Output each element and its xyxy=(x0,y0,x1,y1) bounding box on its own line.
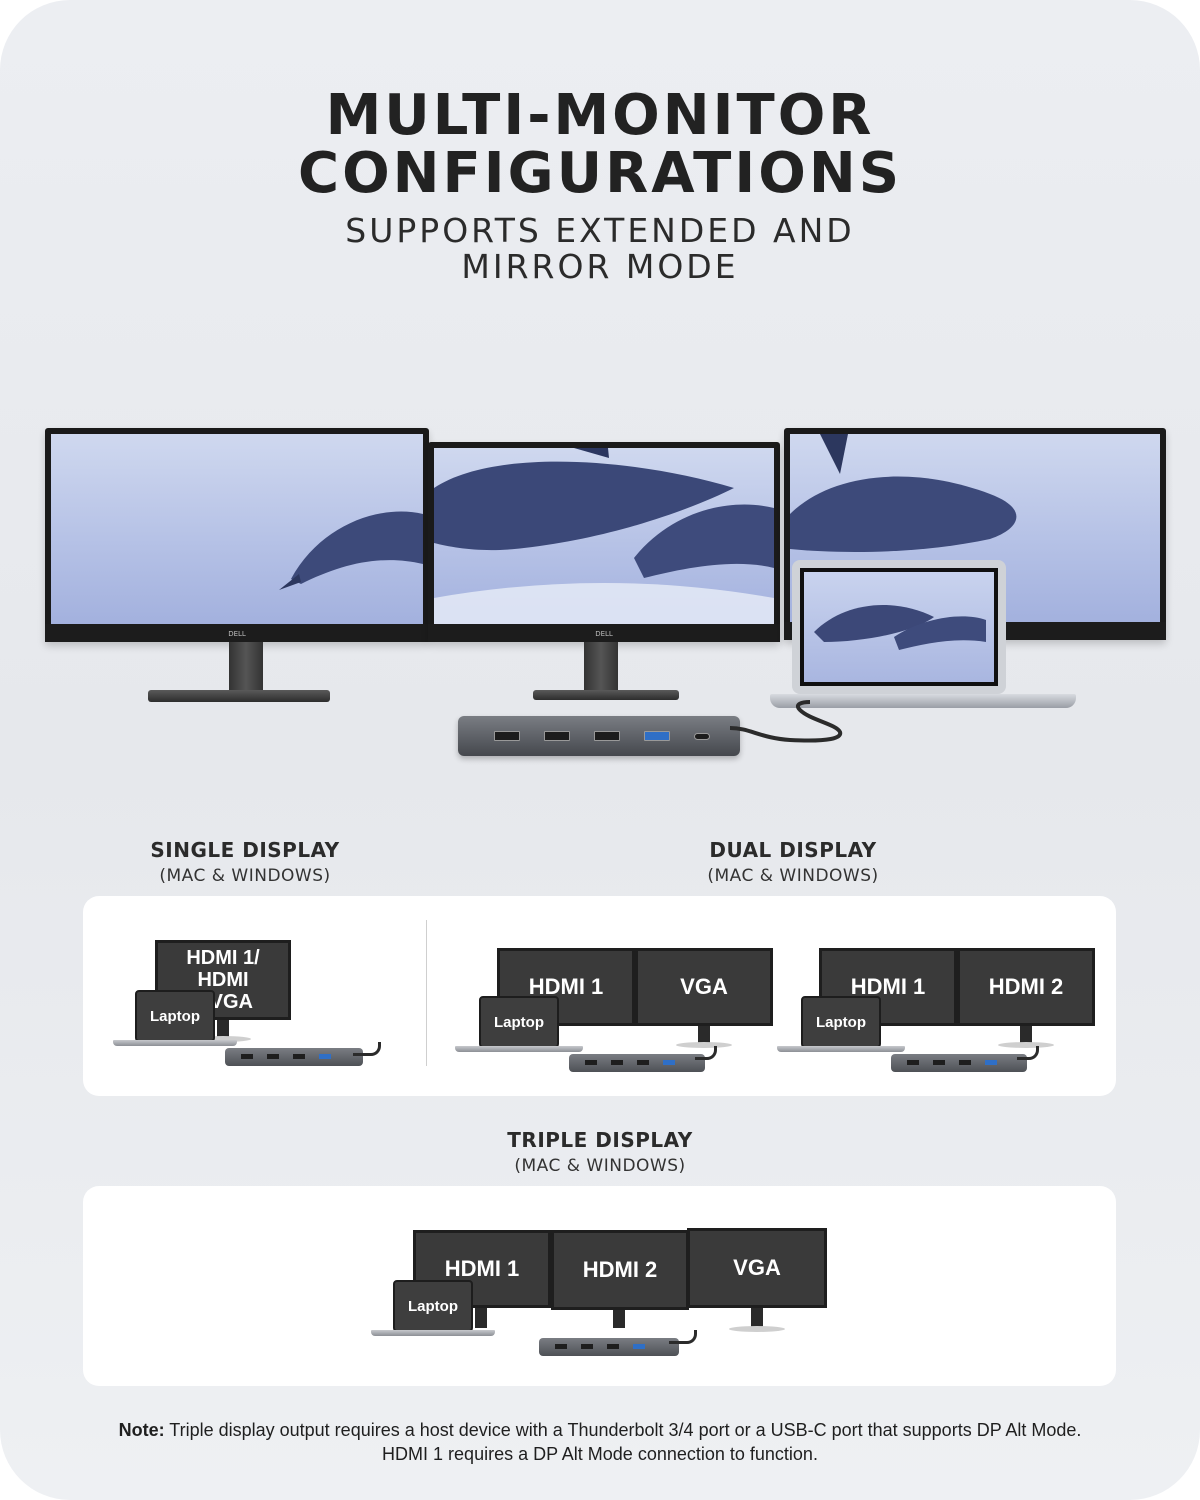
laptop: Laptop xyxy=(801,996,881,1048)
usb-hub xyxy=(225,1048,363,1066)
usb-a-port xyxy=(544,731,570,742)
hero-monitor-left: DELL xyxy=(45,428,429,642)
hero-laptop xyxy=(792,560,1006,694)
monitor-vga: VGA xyxy=(687,1228,827,1308)
dolphin-image xyxy=(434,448,774,624)
monitor-vga: VGA xyxy=(635,948,773,1026)
hero-monitor-center: DELL xyxy=(428,442,780,642)
usb-a-port xyxy=(594,731,620,742)
usb-a-3-port xyxy=(644,731,670,742)
footnote: Note: Triple display output requires a h… xyxy=(118,1420,1082,1464)
usb-c-cable xyxy=(730,700,843,743)
triple-card: HDMI 1 HDMI 2 VGA Laptop xyxy=(83,1186,1116,1386)
single-display-label: SINGLE DISPLAY (MAC & WINDOWS) xyxy=(150,838,340,886)
usb-hub xyxy=(569,1054,705,1072)
single-dual-card: HDMI 1/ HDMI 2/VGA Laptop HDMI 1 V xyxy=(83,896,1116,1096)
dolphin-icon xyxy=(790,434,1017,552)
dolphin-icon xyxy=(814,605,986,650)
monitor-brand: DELL xyxy=(595,630,613,638)
subtitle-line-2: MIRROR MODE xyxy=(461,247,739,286)
monitor-hdmi-2: HDMI 2 xyxy=(551,1230,689,1310)
laptop: Laptop xyxy=(479,996,559,1048)
section-divider xyxy=(426,920,427,1066)
usb-hub xyxy=(458,716,740,756)
title-line-1: MULTI-MONITOR xyxy=(325,83,875,148)
usb-hub xyxy=(891,1054,1027,1072)
monitor-brand: DELL xyxy=(228,630,246,638)
usb-a-port xyxy=(494,731,520,742)
usb-c-port xyxy=(694,732,710,740)
dolphin-icon xyxy=(279,511,423,590)
monitor-hdmi-2: HDMI 2 xyxy=(957,948,1095,1026)
dolphin-image xyxy=(51,434,423,624)
dolphin-icon xyxy=(434,448,774,624)
title-line-2: CONFIGURATIONS xyxy=(297,141,903,206)
dual-display-label: DUAL DISPLAY (MAC & WINDOWS) xyxy=(707,838,879,886)
dolphin-image xyxy=(804,572,994,682)
laptop: Laptop xyxy=(393,1280,473,1332)
triple-display-label: TRIPLE DISPLAY (MAC & WINDOWS) xyxy=(507,1128,693,1176)
usb-hub xyxy=(539,1338,679,1356)
laptop: Laptop xyxy=(135,990,215,1042)
subtitle-line-1: SUPPORTS EXTENDED AND xyxy=(345,211,855,250)
